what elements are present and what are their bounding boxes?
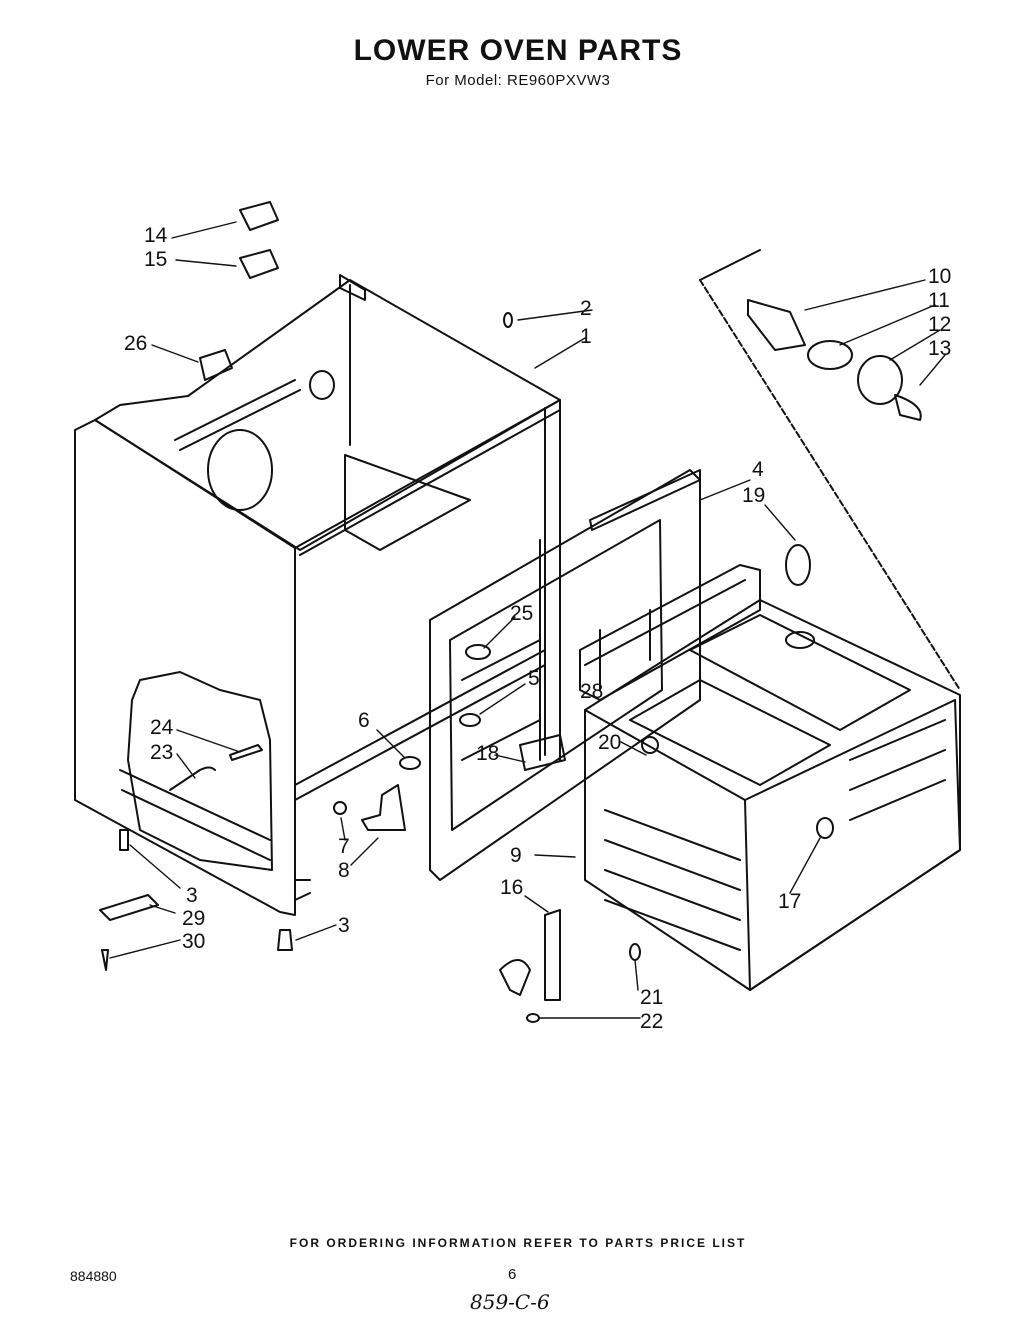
callout-13: 13	[928, 337, 951, 360]
handwritten-note: 859-C-6	[470, 1290, 550, 1314]
callout-28: 28	[580, 680, 603, 703]
oven-rack	[579, 564, 761, 701]
callout-3a: 3	[186, 884, 198, 907]
callout-labels: 14 15 26 2 1 4 19 10 11 12 13 25 5 28 6 …	[124, 224, 951, 1033]
callout-21: 21	[640, 986, 663, 1009]
callout-14: 14	[144, 224, 168, 247]
document-number: 884880	[70, 1268, 117, 1284]
callout-10: 10	[928, 265, 951, 288]
callout-4: 4	[752, 458, 764, 481]
small-parts	[99, 201, 811, 1023]
callout-19: 19	[742, 484, 765, 507]
callout-15: 15	[144, 248, 167, 271]
oven-liner	[584, 599, 961, 991]
callout-26: 26	[124, 332, 147, 355]
ordering-note: FOR ORDERING INFORMATION REFER TO PARTS …	[289, 1236, 747, 1250]
callout-17: 17	[778, 890, 801, 913]
callout-3b: 3	[338, 914, 350, 937]
callout-23: 23	[150, 741, 173, 764]
leader-lines	[109, 221, 946, 1019]
lamp-assembly	[699, 249, 961, 691]
callout-11: 11	[928, 289, 950, 312]
callout-16: 16	[500, 876, 523, 899]
callout-2: 2	[580, 297, 592, 320]
callout-29: 29	[182, 907, 205, 930]
callout-1: 1	[580, 325, 592, 348]
callout-22: 22	[640, 1010, 663, 1033]
page-title: LOWER OVEN PARTS	[353, 34, 683, 67]
model-subtitle: For Model: RE960PXVW3	[425, 72, 611, 89]
front-frame	[429, 469, 701, 881]
callout-9: 9	[510, 844, 522, 867]
page-number: 6	[508, 1266, 517, 1283]
callout-5: 5	[528, 667, 540, 690]
callout-6: 6	[358, 709, 370, 732]
callout-7: 7	[338, 835, 350, 858]
callout-24: 24	[150, 716, 174, 739]
callout-12: 12	[928, 313, 951, 336]
callout-20: 20	[598, 731, 621, 754]
callout-18: 18	[476, 742, 499, 765]
cabinet-shell	[74, 274, 561, 916]
callout-30: 30	[182, 930, 205, 953]
callout-8: 8	[338, 859, 350, 882]
callout-25: 25	[510, 602, 533, 625]
